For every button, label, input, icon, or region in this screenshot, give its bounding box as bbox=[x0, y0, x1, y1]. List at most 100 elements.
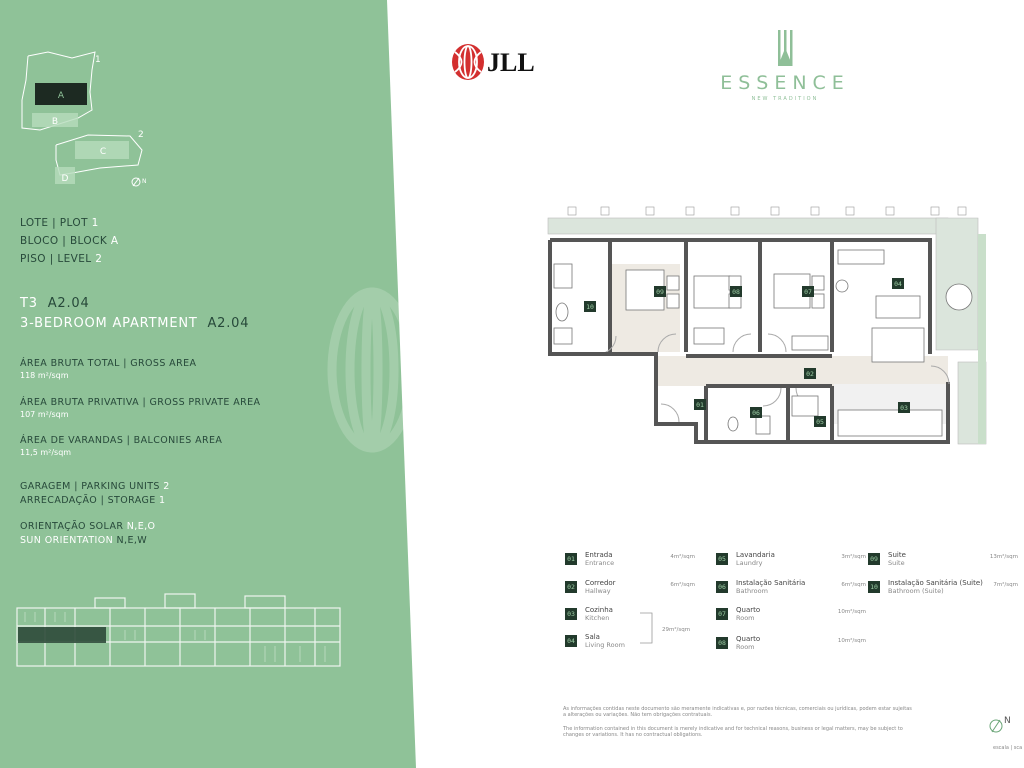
unit-title: T3 A2.04 3-BEDROOM APARTMENT A2.04 bbox=[20, 294, 249, 334]
building-elevation bbox=[16, 593, 341, 667]
unit-type: T3 bbox=[20, 296, 38, 311]
balcony-north bbox=[547, 217, 949, 235]
legend-area-05: 3m²/sqm bbox=[841, 554, 866, 560]
room-label-07: 07 bbox=[804, 288, 812, 296]
legend-en-04: Living Room bbox=[585, 641, 625, 649]
legend-en-10: Bathroom (Suite) bbox=[888, 587, 944, 595]
legend-en-01: Entrance bbox=[585, 559, 615, 567]
legend-pt-06: Instalação Sanitária bbox=[736, 579, 806, 587]
site-map: A B C D 1 2 N bbox=[21, 51, 147, 187]
orientation-pt-value: N,E,O bbox=[126, 521, 156, 532]
piso-value: 2 bbox=[95, 253, 103, 265]
legend-item-04: 04 Sala Living Room bbox=[565, 633, 715, 657]
unit-code: A2.04 bbox=[47, 296, 90, 311]
block-b-shape bbox=[32, 113, 78, 127]
legend-item-09: 09 Suite Suite 13m²/sqm bbox=[868, 551, 1018, 575]
disclaimer-pt: As informações contidas neste documento … bbox=[563, 706, 912, 718]
north-compass-icon bbox=[131, 177, 141, 187]
legend-area-01: 4m²/sqm bbox=[670, 554, 695, 560]
legend-num-02: 02 bbox=[565, 581, 577, 593]
legend-area-06: 6m²/sqm bbox=[841, 582, 866, 588]
lote-label: LOTE | PLOT bbox=[20, 217, 88, 229]
legend-pt-02: Corredor bbox=[585, 579, 616, 587]
legend-num-05: 05 bbox=[716, 553, 728, 565]
highlighted-unit bbox=[18, 627, 106, 643]
jll-wordmark: JLL bbox=[487, 48, 535, 77]
block-d-shape bbox=[55, 167, 75, 184]
legend-pt-04: Sala bbox=[585, 633, 600, 641]
legend-num-09: 09 bbox=[868, 553, 880, 565]
floor-plan: 01 02 03 04 05 06 07 08 09 10 bbox=[547, 206, 987, 445]
legend-pt-09: Suite bbox=[888, 551, 906, 559]
block-b-label: B bbox=[52, 117, 58, 127]
area-gross-label: ÁREA BRUTA TOTAL | GROSS AREA bbox=[20, 358, 197, 369]
block-c-label: C bbox=[100, 147, 106, 157]
legend-item-08: 08 Quarto Room 10m²/sqm bbox=[716, 635, 866, 659]
area-balconies: ÁREA DE VARANDAS | BALCONIES AREA 11,5 m… bbox=[20, 435, 222, 457]
orientation-pt-label: ORIENTAÇÃO SOLAR bbox=[20, 521, 124, 532]
legend-num-08: 08 bbox=[716, 637, 728, 649]
specs-block: LOTE | PLOT 1 BLOCO | BLOCK A PISO | LEV… bbox=[20, 214, 118, 268]
parking-label: GARAGEM | PARKING UNITS bbox=[20, 481, 160, 492]
area-private-label: ÁREA BRUTA PRIVATIVA | GROSS PRIVATE ARE… bbox=[20, 397, 261, 408]
essence-name: ESSENCE bbox=[720, 72, 850, 94]
block-a-label: A bbox=[58, 91, 65, 101]
legend-en-02: Hallway bbox=[585, 587, 611, 595]
storage-value: 1 bbox=[159, 495, 166, 506]
piso-label: PISO | LEVEL bbox=[20, 253, 92, 265]
legend-area-07: 10m²/sqm bbox=[837, 609, 866, 615]
watermark-logo bbox=[327, 287, 416, 453]
legend-item-06: 06 Instalação Sanitária Bathroom 6m²/sqm bbox=[716, 579, 866, 603]
piso-row: PISO | LEVEL 2 bbox=[20, 250, 118, 268]
storage-label: ARRECADAÇÃO | STORAGE bbox=[20, 495, 156, 506]
bloco-row: BLOCO | BLOCK A bbox=[20, 232, 118, 250]
orientation-en-value: N,E,W bbox=[116, 535, 148, 546]
block-c-shape bbox=[75, 141, 129, 159]
legend-pt-05: Lavandaria bbox=[736, 551, 775, 559]
legend-num-03: 03 bbox=[565, 608, 577, 620]
legend-pt-10: Instalação Sanitária (Suite) bbox=[888, 579, 983, 587]
bloco-value: A bbox=[110, 235, 119, 247]
legend-num-07: 07 bbox=[716, 608, 728, 620]
room-label-08: 08 bbox=[732, 288, 740, 296]
area-gross-value: 118 m²/sqm bbox=[20, 371, 69, 380]
legend-num-06: 06 bbox=[716, 581, 728, 593]
legend-area-02: 6m²/sqm bbox=[670, 582, 695, 588]
legend-en-05: Laundry bbox=[736, 559, 763, 567]
kitchen-living-bracket: 29m²/sqm bbox=[640, 612, 690, 644]
block-d-label: D bbox=[62, 174, 69, 184]
legend-en-06: Bathroom bbox=[736, 587, 768, 595]
scale-label: escala | sca bbox=[993, 745, 1023, 751]
plot-2-number: 2 bbox=[138, 130, 144, 140]
area-private: ÁREA BRUTA PRIVATIVA | GROSS PRIVATE ARE… bbox=[20, 397, 260, 419]
orientation-block: ORIENTAÇÃO SOLAR N,E,O SUN ORIENTATION N… bbox=[20, 520, 155, 548]
legend-pt-07: Quarto bbox=[736, 606, 761, 614]
essence-logo: ESSENCE NEW TRADITION bbox=[705, 30, 865, 102]
legend-pt-03: Cozinha bbox=[585, 606, 613, 614]
legend-en-07: Room bbox=[736, 614, 755, 622]
legend-item-02: 02 Corredor Hallway 6m²/sqm bbox=[565, 579, 715, 603]
legend-item-07: 07 Quarto Room 10m²/sqm bbox=[716, 606, 866, 630]
left-info-panel: A B C D 1 2 N LOTE | PLOT 1 BLOCO | BLOC… bbox=[0, 0, 416, 768]
room-label-04: 04 bbox=[894, 280, 902, 288]
legend-pt-01: Entrada bbox=[585, 551, 613, 559]
room-label-05: 05 bbox=[816, 418, 824, 426]
legend-pt-08: Quarto bbox=[736, 635, 761, 643]
area-balconies-label: ÁREA DE VARANDAS | BALCONIES AREA bbox=[20, 435, 223, 446]
essence-tagline: NEW TRADITION bbox=[751, 96, 819, 102]
panel-background bbox=[0, 0, 416, 768]
orientation-en-label: SUN ORIENTATION bbox=[20, 535, 114, 546]
plot-1-number: 1 bbox=[95, 55, 101, 65]
legend-en-08: Room bbox=[736, 643, 755, 651]
legend-num-01: 01 bbox=[565, 553, 577, 565]
legend-num-10: 10 bbox=[868, 581, 880, 593]
lote-row: LOTE | PLOT 1 bbox=[20, 214, 118, 232]
parking-block: GARAGEM | PARKING UNITS 2 ARRECADAÇÃO | … bbox=[20, 480, 170, 508]
legend-en-09: Suite bbox=[888, 559, 905, 567]
room-label-03: 03 bbox=[900, 404, 908, 412]
legend-item-01: 01 Entrada Entrance 4m²/sqm bbox=[565, 551, 715, 575]
legend-area-08: 10m²/sqm bbox=[837, 638, 866, 644]
legend-item-05: 05 Lavandaria Laundry 3m²/sqm bbox=[716, 551, 866, 575]
legend-area-10: 7m²/sqm bbox=[993, 582, 1018, 588]
legend-area-09: 13m²/sqm bbox=[989, 554, 1018, 560]
